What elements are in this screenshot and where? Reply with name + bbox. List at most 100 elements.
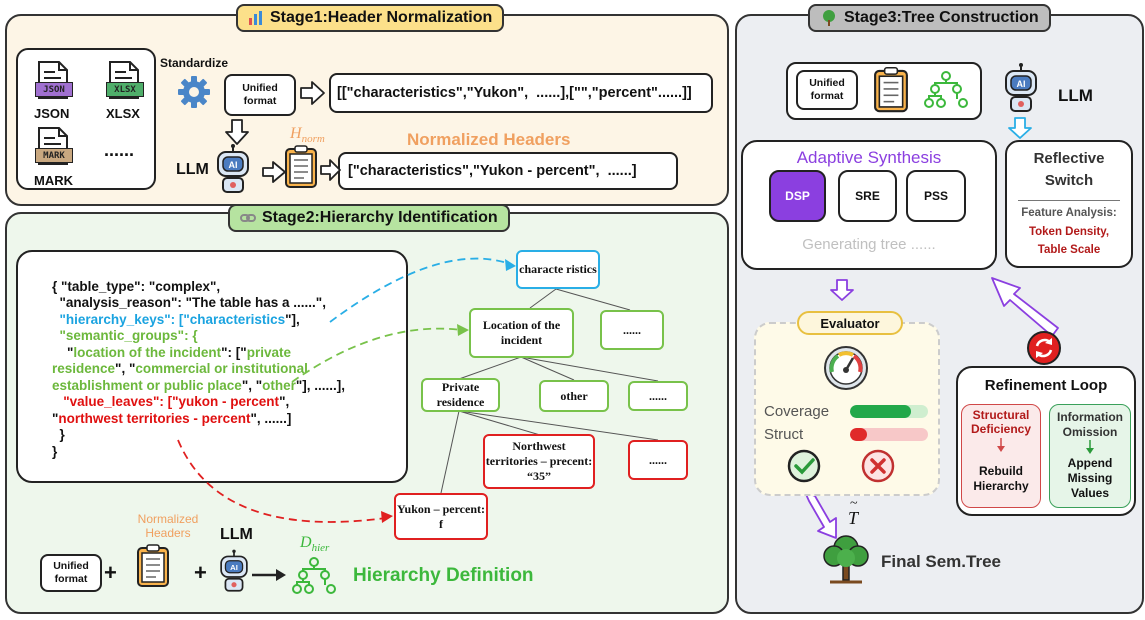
table-scale-label: Table Scale — [1037, 244, 1101, 256]
code-line-5: "location of the incident": ["private — [52, 344, 291, 360]
xlsx-tag: XLSX — [106, 82, 144, 97]
mark-label: MARK — [34, 173, 73, 188]
tree-node-northwest: Northwest territories – precent: “35” — [483, 434, 595, 489]
t-tilde-symbol: ~T — [848, 496, 859, 528]
final-sem-tree-label: Final Sem.Tree — [881, 552, 1001, 571]
llm-label-stage1: LLM — [176, 161, 209, 178]
mark-file-icon: MARK — [33, 126, 73, 174]
unified-output-box: [["characteristics","Yukon", ......],[""… — [329, 73, 713, 113]
code-line-10: } — [52, 427, 65, 442]
hierarchy-tree-edges — [177, 257, 659, 523]
tree-icon — [823, 10, 835, 26]
json-code-block: { "table_type": "complex", "analysis_rea… — [52, 262, 345, 477]
method-dsp: DSP — [769, 170, 826, 222]
code-line-1: { "table_type": "complex", — [52, 278, 221, 294]
mark-tag: MARK — [35, 148, 73, 163]
struct-bar-track — [850, 428, 928, 441]
stage1-title: Stage1:Header Normalization — [236, 4, 505, 32]
code-line-8: "value_leaves": ["yukon - percent", — [52, 394, 290, 409]
code-line-11: } — [52, 443, 58, 459]
refresh-icon — [1027, 331, 1061, 365]
llm-label-stage2: LLM — [220, 526, 253, 543]
svg-text:AI: AI — [229, 160, 238, 170]
tree-node-location: Location of the incident — [469, 308, 574, 358]
standardize-label: Standardize — [160, 56, 229, 70]
plus-sign-2: + — [194, 560, 207, 585]
stage3-title-text: Stage3:Tree Construction — [844, 9, 1039, 26]
clipboard-icon — [137, 544, 169, 587]
xlsx-label: XLSX — [106, 106, 140, 121]
down-arrow-icon — [1086, 440, 1094, 454]
coverage-bar-track — [850, 405, 928, 418]
append-missing-label: Append Missing Values — [1067, 456, 1113, 500]
stage2-title: Stage2:Hierarchy Identification — [228, 204, 510, 232]
structural-deficiency-label: Structural Deficiency — [970, 408, 1032, 436]
method-sre: SRE — [838, 170, 897, 222]
cross-icon — [861, 449, 895, 483]
check-icon — [787, 449, 821, 483]
tree-node-dots-2: ...... — [628, 381, 688, 411]
link-icon — [240, 214, 256, 222]
tree-node-private-residence: Private residence — [421, 378, 500, 412]
adaptive-synthesis-title: Adaptive Synthesis — [796, 148, 942, 167]
code-line-7: establishment or public place", "other"]… — [52, 377, 346, 393]
reflective-switch-title: Reflective Switch — [1033, 150, 1105, 189]
gear-icon — [178, 76, 210, 108]
normalized-headers-title: Normalized Headers — [407, 130, 571, 149]
stage3-unified-format-box: Unified format — [796, 70, 858, 110]
stage3-arrows — [804, 117, 1059, 539]
token-density-label: Token Density, — [1028, 226, 1110, 238]
tree-node-yukon: Yukon – percent: f — [394, 493, 488, 540]
stage1-arrows — [225, 81, 341, 183]
clipboard-icon — [874, 66, 908, 113]
code-line-4: "semantic_groups": { — [52, 328, 198, 343]
tree-node-dots-1: ...... — [600, 310, 664, 350]
feature-analysis-label: Feature Analysis: — [1021, 207, 1117, 219]
right-arrow-icon — [252, 569, 286, 581]
struct-bar-fill — [850, 428, 868, 441]
json-file-icon: JSON — [33, 60, 73, 108]
stage2-unified-format-box: Unified format — [40, 554, 102, 592]
tree-node-dots-3: ...... — [628, 440, 688, 480]
structural-deficiency-card — [961, 404, 1041, 508]
code-line-9: "northwest territories - percent", .....… — [52, 410, 292, 426]
coverage-bar-fill — [850, 405, 911, 418]
information-omission-card — [1049, 404, 1131, 508]
evaluator-title: Evaluator — [797, 311, 903, 335]
tree-icon — [823, 535, 869, 584]
gauge-icon — [824, 346, 868, 390]
json-tag: JSON — [35, 82, 73, 97]
d-hier-symbol: Dhier — [300, 534, 330, 555]
robot-icon: AI — [220, 549, 248, 592]
struct-label: Struct — [764, 426, 804, 443]
information-omission-label: Information Omission — [1057, 410, 1123, 439]
hierarchy-icon — [292, 557, 336, 594]
tree-node-characteristics: characte ristics — [516, 250, 600, 289]
normalized-output-box: ["characteristics","Yukon - percent", ..… — [338, 152, 678, 190]
stage3-title: Stage3:Tree Construction — [808, 4, 1051, 32]
method-pss: PSS — [906, 170, 966, 222]
generating-tree-text: Generating tree ...... — [802, 236, 936, 253]
xlsx-file-icon: XLSX — [104, 60, 144, 108]
clipboard-icon — [285, 145, 317, 188]
json-code-box — [16, 250, 408, 483]
reflective-switch-box — [1005, 140, 1133, 268]
down-arrow-icon — [997, 438, 1005, 452]
robot-icon: AI — [217, 144, 249, 193]
refinement-loop-title: Refinement Loop — [984, 377, 1108, 394]
hierarchy-definition-label: Hierarchy Definition — [353, 565, 534, 586]
bar-chart-icon — [249, 11, 262, 25]
files-ellipsis: ...... — [104, 140, 135, 160]
code-line-3: "hierarchy_keys": ["characteristics"], — [52, 311, 300, 327]
stage1-title-text: Stage1:Header Normalization — [270, 9, 493, 26]
hierarchy-icon — [924, 71, 968, 108]
reflective-divider — [1018, 200, 1120, 201]
h-norm-symbol: Hnorm — [290, 125, 325, 146]
rebuild-hierarchy-label: Rebuild Hierarchy — [973, 464, 1029, 493]
stage1-unified-format-box: Unified format — [224, 74, 296, 116]
normalized-headers-caption: Normalized Headers — [137, 512, 199, 540]
tree-node-other: other — [539, 380, 609, 412]
llm-label-stage3: LLM — [1058, 86, 1093, 105]
code-line-2: "analysis_reason": "The table has a ....… — [52, 295, 326, 310]
code-line-6: residence", "commercial or institutional — [52, 361, 308, 376]
